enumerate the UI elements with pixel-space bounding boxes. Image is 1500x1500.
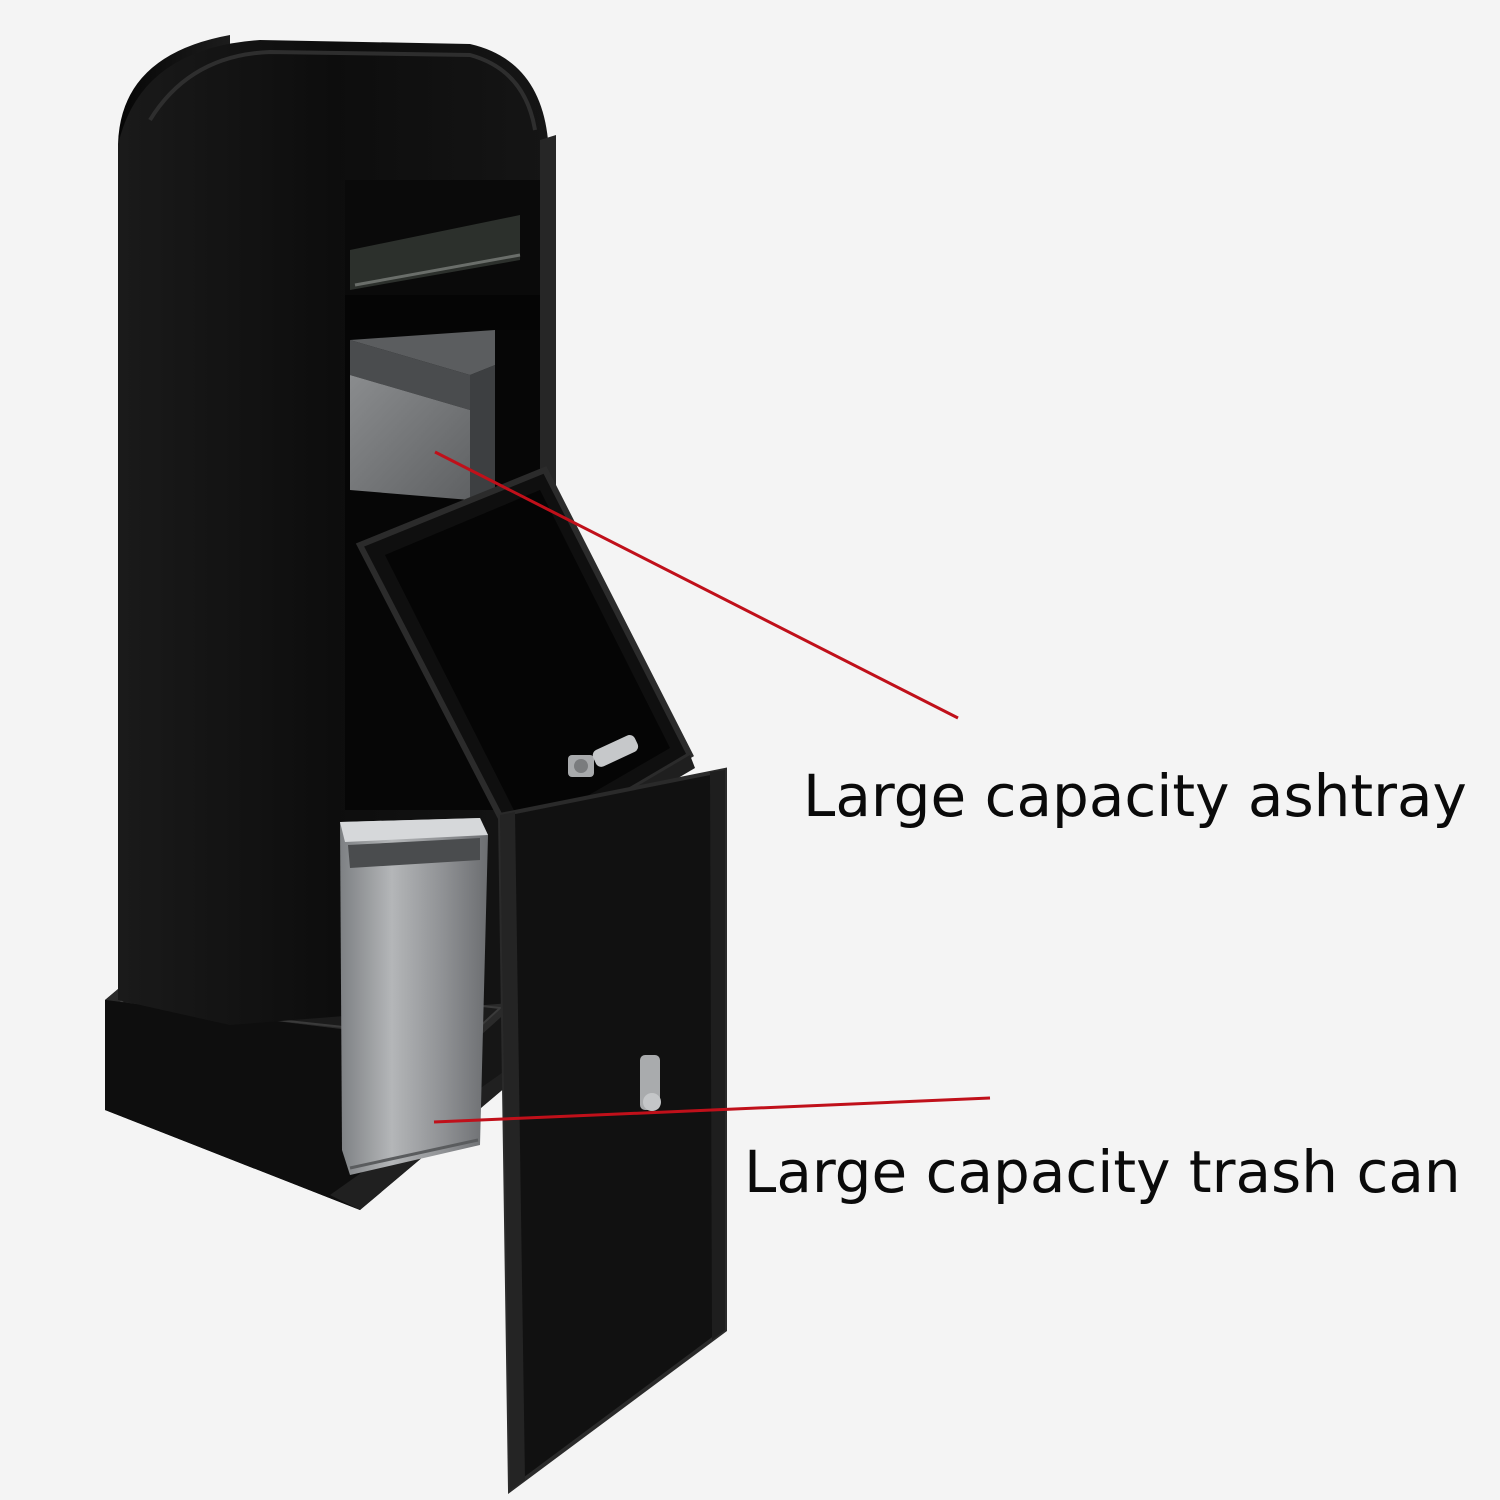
- ashtray-leader-line: [434, 450, 959, 720]
- trash-can: [340, 818, 488, 1175]
- drawer-latch-icon: [568, 735, 639, 777]
- lower-door: [497, 767, 727, 1494]
- upper-opening: [345, 180, 540, 335]
- trash-leader-line: [433, 1096, 991, 1124]
- door-latch-icon: [640, 1055, 661, 1111]
- ashtray-box: [350, 330, 495, 500]
- trash-can-label: Large capacity trash can: [744, 1138, 1461, 1206]
- ashtray-label: Large capacity ashtray: [803, 762, 1467, 830]
